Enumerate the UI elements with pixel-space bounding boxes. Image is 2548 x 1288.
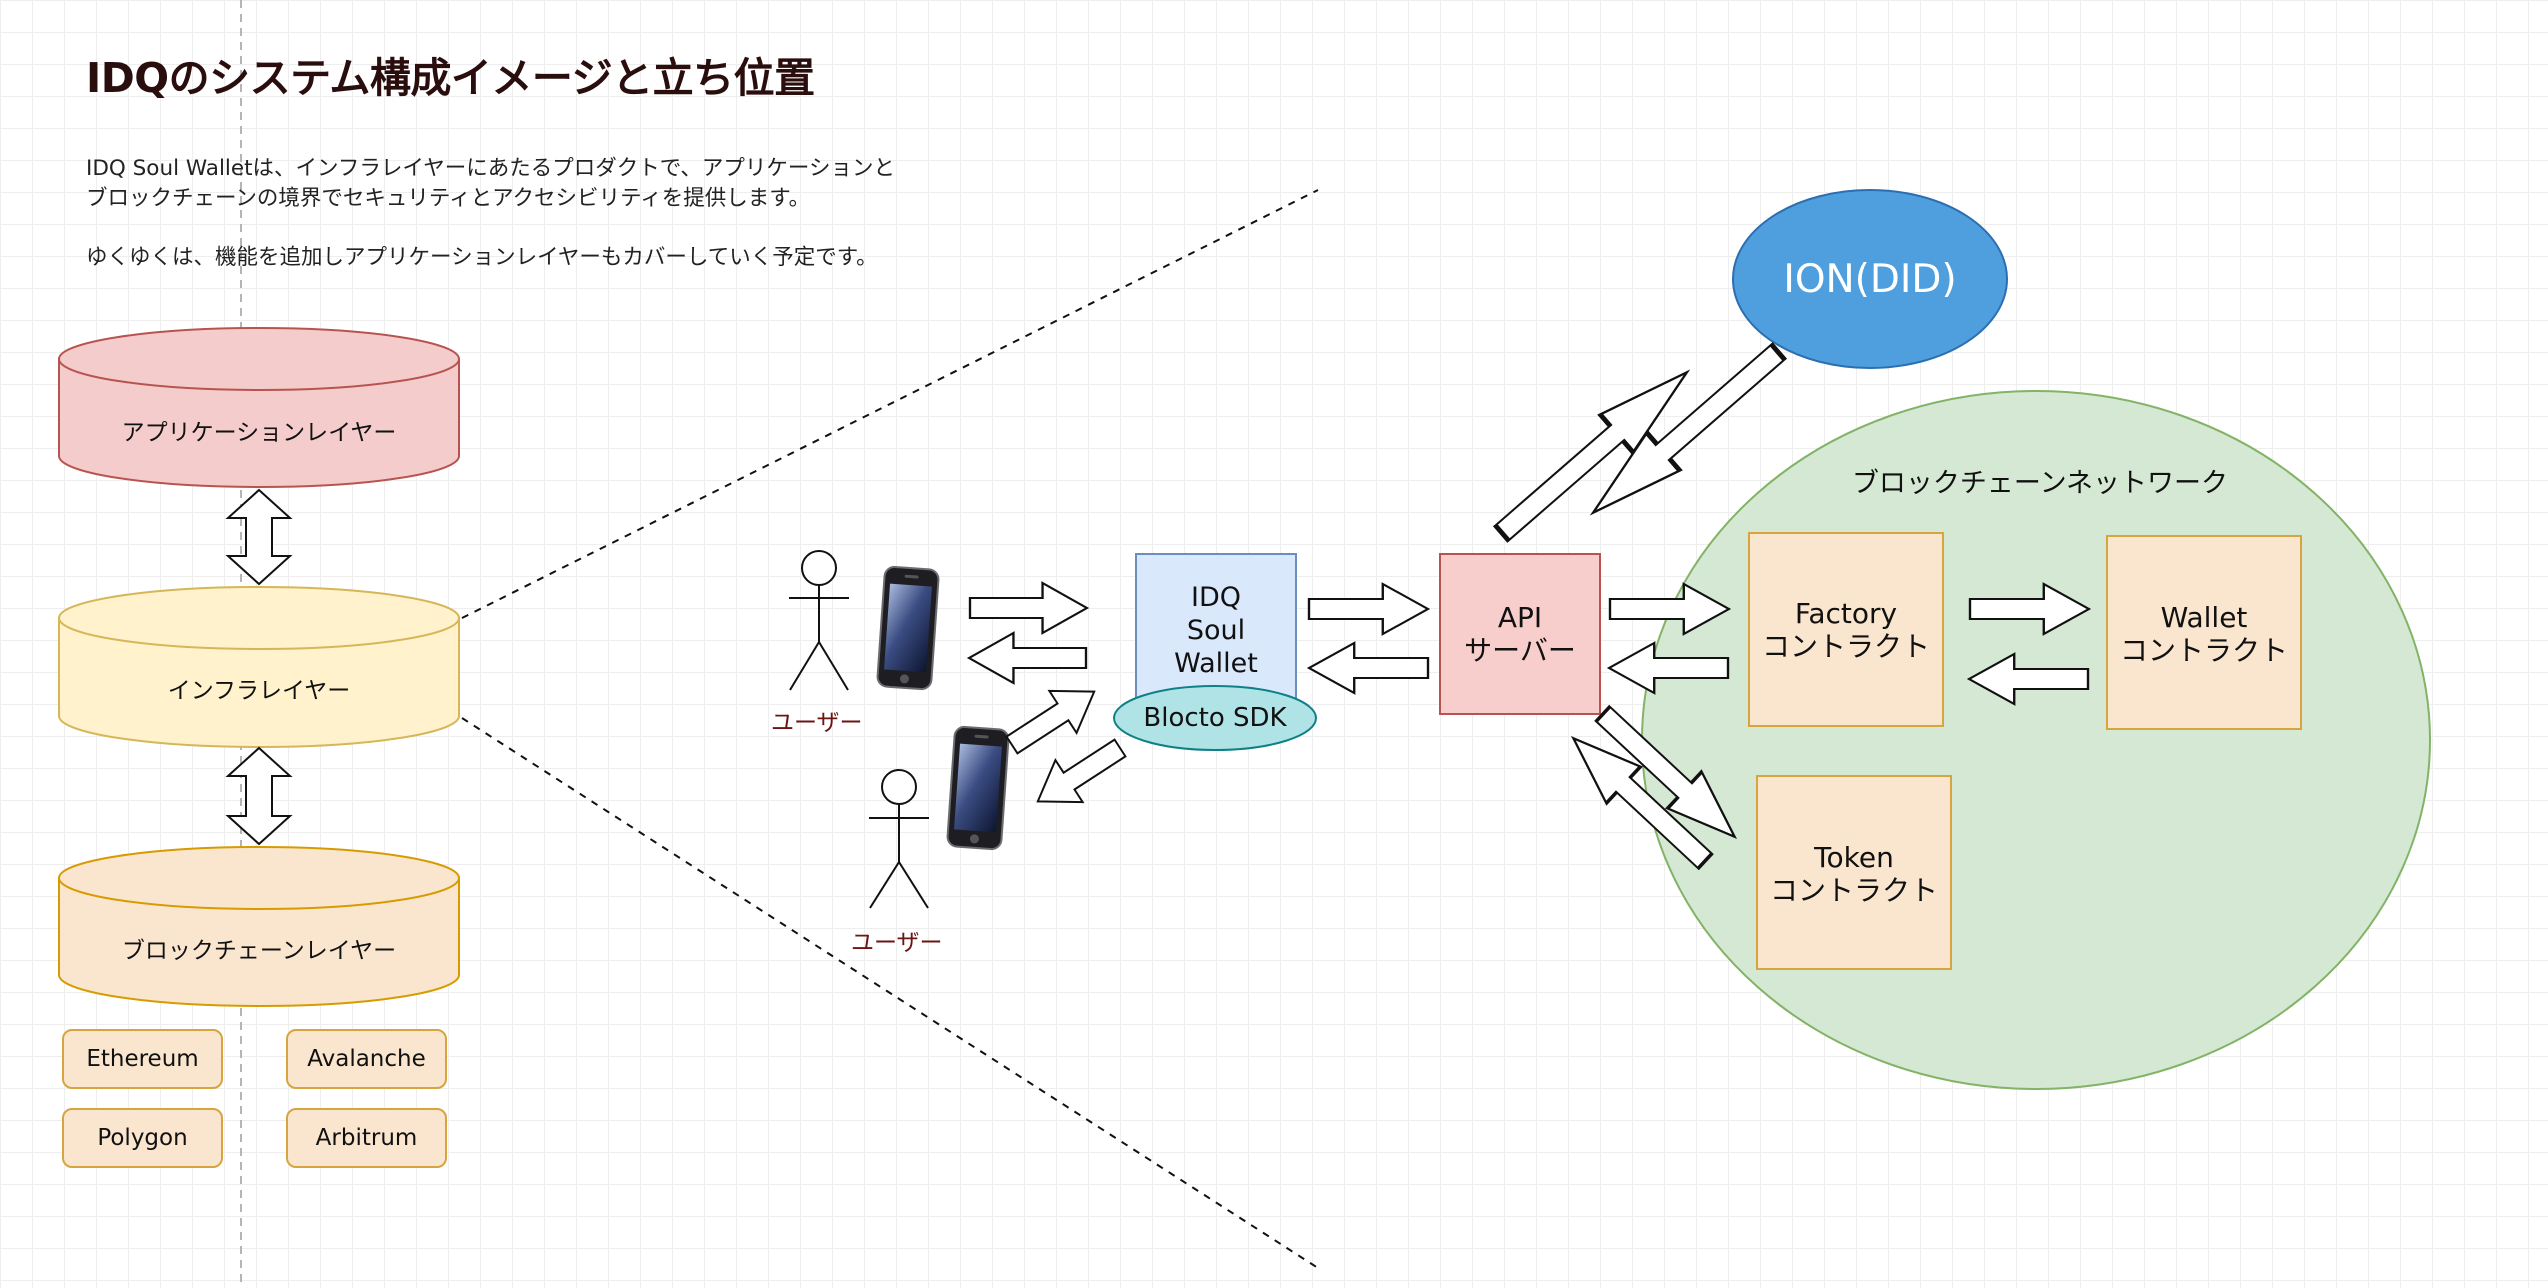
blockchain-layer-cylinder <box>58 846 460 1007</box>
user-stick-figure-icon <box>789 550 849 691</box>
double-arrow-icon <box>225 746 293 846</box>
user-stick-figure-icon <box>869 769 929 909</box>
infra-layer-label: インフラレイヤー <box>167 677 351 704</box>
chain-avalanche: Avalanche <box>286 1029 447 1089</box>
infra-layer-cylinder <box>58 586 460 748</box>
block-arrow-icon <box>997 669 1109 767</box>
application-layer-cylinder <box>58 327 460 488</box>
block-arrow-icon <box>1023 726 1135 824</box>
blockchain-network-title: ブロックチェーンネットワーク <box>1851 468 2229 500</box>
idq-soul-wallet-label: IDQ Soul Wallet <box>1174 581 1258 679</box>
description-line-2: ブロックチェーンの境界でセキュリティとアクセシビリティを提供します。 <box>86 186 811 211</box>
factory-contract-label: Factory コントラクト <box>1761 597 1930 663</box>
wallet-contract-box <box>2106 535 2302 730</box>
blocto-sdk-label: Blocto SDK <box>1143 702 1287 733</box>
zoom-line-bottom <box>461 717 1319 1269</box>
smartphone-icon <box>945 725 1011 851</box>
ion-did-ellipse <box>1732 189 2008 369</box>
chain-ethereum: Ethereum <box>62 1029 223 1089</box>
block-arrow-icon <box>967 631 1088 685</box>
user-label: ユーザー <box>771 710 863 736</box>
description-line-3: ゆくゆくは、機能を追加しアプリケーションレイヤーもカバーしていく予定です。 <box>86 245 878 270</box>
description-line-1: IDQ Soul Walletは、インフラレイヤーにあたるプロダクトで、アプリケ… <box>86 156 895 181</box>
smartphone-icon <box>875 565 941 691</box>
page-title: IDQのシステム構成イメージと立ち位置 <box>86 54 815 102</box>
application-layer-label: アプリケーションレイヤー <box>121 419 397 446</box>
block-arrow-icon <box>1307 641 1430 695</box>
double-arrow-icon <box>225 488 293 586</box>
user-label: ユーザー <box>851 930 943 956</box>
wallet-contract-label: Wallet コントラクト <box>2119 601 2288 667</box>
token-contract-label: Token コントラクト <box>1769 841 1938 907</box>
zoom-line-top <box>461 189 1319 619</box>
api-server-label: API サーバー <box>1464 601 1576 667</box>
chain-polygon: Polygon <box>62 1108 223 1168</box>
blockchain-layer-label: ブロックチェーンレイヤー <box>121 937 397 964</box>
factory-contract-box <box>1748 532 1944 727</box>
chain-arbitrum: Arbitrum <box>286 1108 447 1168</box>
block-arrow-icon <box>1307 582 1430 636</box>
api-server-box <box>1439 553 1601 715</box>
block-arrow-icon <box>968 581 1089 635</box>
blocto-sdk-ellipse <box>1113 685 1317 751</box>
token-contract-box <box>1756 775 1952 970</box>
ion-did-label: ION(DID) <box>1783 256 1957 302</box>
